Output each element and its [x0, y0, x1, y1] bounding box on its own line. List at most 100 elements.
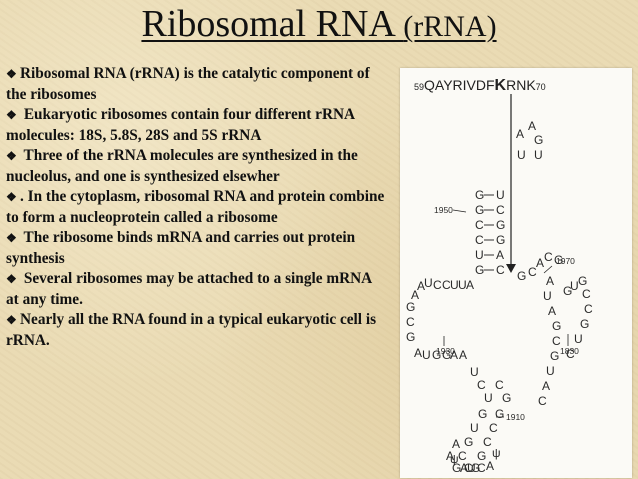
- diamond-arrow-bullet-icon: ❖: [6, 190, 17, 204]
- nucleotide-left-loop: A: [450, 348, 458, 362]
- nucleotide-left-loop: A: [459, 348, 467, 362]
- nucleotide-right-stem-b: G: [563, 284, 572, 298]
- nucleotide-left-loop: A: [466, 278, 474, 292]
- position-label-1910: 1910: [506, 412, 525, 422]
- nucleotide-cacg: A: [546, 274, 554, 288]
- nucleotide-left-loop: U: [424, 276, 433, 290]
- base-pair-lines: [484, 194, 494, 271]
- nucleotide-stem-right: G: [496, 218, 505, 232]
- diamond-arrow-bullet-icon: ❖: [6, 108, 17, 122]
- diamond-arrow-bullet-icon: ❖: [6, 149, 17, 163]
- position-tick-1970: [543, 265, 553, 274]
- bullet-item: ❖Ribosomal RNA (rRNA) is the catalytic c…: [6, 64, 386, 105]
- slide-title-main: Ribosomal RNA: [141, 3, 404, 45]
- nucleotide-left-loop: G: [442, 348, 451, 362]
- nucleotide-lower-stem-left: U: [470, 421, 479, 435]
- bullet-text: Three of the rRNA molecules are synthesi…: [6, 147, 358, 185]
- nucleotide-stem-left: G: [475, 263, 484, 277]
- nucleotide-cacg: A: [536, 256, 544, 270]
- nucleotide-lower-stem-right: G: [471, 461, 480, 475]
- nucleotide-right-stem-a: C: [552, 334, 561, 348]
- nucleotide-right-stem-b: C: [584, 302, 593, 316]
- nucleotide-bottom: U: [467, 461, 476, 475]
- position-label-1830: 1830: [560, 346, 579, 356]
- nucleotide-bottom: A: [460, 461, 468, 475]
- bullet-text: Ribosomal RNA (rRNA) is the catalytic co…: [6, 65, 370, 103]
- nucleotide-cacg: C: [544, 250, 553, 264]
- bullet-item: ❖Nearly all the RNA found in a typical e…: [6, 310, 386, 351]
- nucleotide-left-loop: A: [417, 279, 425, 293]
- diamond-arrow-bullet-icon: ❖: [6, 272, 17, 286]
- nucleotide-bottom: A: [486, 459, 494, 473]
- nucleotide-loop-top: A: [528, 119, 536, 133]
- nucleotide-lower-stem-left: A: [446, 449, 454, 463]
- nucleotide-left-loop: C: [433, 278, 442, 292]
- nucleotide-lower-stem-right: G: [502, 391, 511, 405]
- nucleotide-stem-left: G: [475, 203, 484, 217]
- nucleotide-left-loop: U: [450, 278, 459, 292]
- nucleotide-lower-stem-left: U: [470, 365, 479, 379]
- nucleotide-left-loop: A: [411, 288, 419, 302]
- nucleotide-lower-stem-left: G: [452, 461, 461, 475]
- nucleotide-left-loop: A: [414, 346, 422, 360]
- position-tick-1950: [452, 209, 467, 213]
- bullet-list: ❖Ribosomal RNA (rRNA) is the catalytic c…: [6, 64, 386, 351]
- nucleotide-left-loop: C: [406, 315, 415, 329]
- nucleotide-bottom: A: [452, 437, 460, 451]
- nucleotide-cacg: G: [554, 253, 563, 267]
- nucleotide-right-stem-a: U: [543, 289, 552, 303]
- nucleotide-lower-stem-left: U: [484, 391, 493, 405]
- nucleotide-lower-stem-left: C: [458, 449, 467, 463]
- nucleotide-cacg: C: [528, 265, 537, 279]
- nucleotide-stem-right: U: [496, 188, 505, 202]
- nucleotide-bottom: ψ: [492, 446, 501, 460]
- nucleotide-right-stem-b: C: [582, 287, 591, 301]
- nucleotide-right-stem-b: U: [574, 332, 583, 346]
- nucleotide-loop-top: A: [516, 127, 524, 141]
- bullet-item: ❖ Eukaryotic ribosomes contain four diff…: [6, 105, 386, 146]
- nucleotide-junction-g: G: [517, 269, 526, 283]
- nucleotide-lower-stem-left: G: [478, 407, 487, 421]
- nucleotide-loop-top: U: [534, 148, 543, 162]
- diamond-arrow-bullet-icon: ❖: [6, 67, 17, 81]
- nucleotide-stem-right: C: [496, 263, 505, 277]
- bullet-text: The ribosome binds mRNA and carries out …: [6, 229, 356, 267]
- nucleotide-stem-right: G: [496, 233, 505, 247]
- nucleotide-bottom: ψ: [450, 452, 459, 466]
- nucleotide-lower-stem-right: C: [495, 378, 504, 392]
- nucleotide-bottom: C: [477, 461, 486, 475]
- bullet-text: Eukaryotic ribosomes contain four differ…: [6, 106, 355, 144]
- bullet-item: ❖ The ribosome binds mRNA and carries ou…: [6, 228, 386, 269]
- nucleotide-lower-stem-right: C: [483, 435, 492, 449]
- nucleotide-right-stem-a: G: [550, 349, 559, 363]
- nucleotide-left-loop: G: [432, 348, 441, 362]
- nucleotide-stem-right: C: [496, 203, 505, 217]
- nucleotide-lower-stem-right: C: [464, 461, 473, 475]
- bullet-text: Nearly all the RNA found in a typical eu…: [6, 311, 377, 349]
- nucleotide-lower-stem-left: G: [464, 435, 473, 449]
- bullet-item: ❖ Several ribosomes may be attached to a…: [6, 269, 386, 310]
- nucleotide-lower-stem-right: C: [489, 421, 498, 435]
- bullet-item: ❖ Three of the rRNA molecules are synthe…: [6, 146, 386, 187]
- nucleotide-right-stem-a: A: [542, 379, 550, 393]
- nucleotide-right-stem-a: C: [538, 394, 547, 408]
- nucleotide-stem-left: G: [475, 188, 484, 202]
- nucleotide-stem-left: C: [475, 218, 484, 232]
- peptide-sequence: 59QAYRIVDFKRNK70: [414, 77, 546, 94]
- nucleotide-loop-top: G: [534, 133, 543, 147]
- nucleotide-right-stem-b: G: [580, 317, 589, 331]
- nucleotide-right-stem-a: G: [552, 319, 561, 333]
- nucleotide-stem-left: U: [475, 248, 484, 262]
- slide-title-paren: (rRNA): [403, 10, 497, 43]
- nucleotide-right-stem-b: U: [570, 279, 579, 293]
- nucleotide-right-stem-a: U: [546, 364, 555, 378]
- bullet-text: . In the cytoplasm, ribosomal RNA and pr…: [6, 188, 385, 226]
- diamond-arrow-bullet-icon: ❖: [6, 231, 17, 245]
- nucleotide-right-stem-a: A: [548, 304, 556, 318]
- nucleotide-stem-right: A: [496, 248, 504, 262]
- nucleotide-left-loop: G: [406, 330, 415, 344]
- bullet-item: ❖. In the cytoplasm, ribosomal RNA and p…: [6, 187, 386, 228]
- position-label-1950: 1950: [434, 205, 453, 215]
